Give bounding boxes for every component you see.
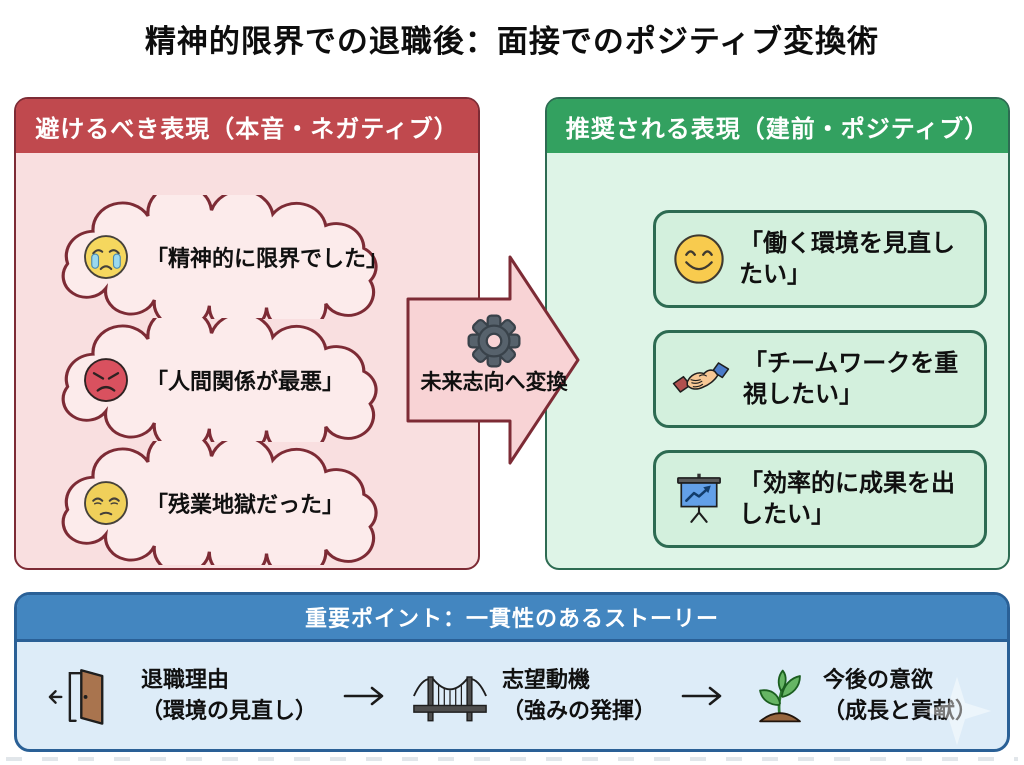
sprout-icon: [759, 669, 801, 722]
step-subtitle: （環境の見直し）: [141, 697, 318, 723]
card-text: 「働く環境を見直したい」: [739, 229, 955, 288]
cloud-shape: [61, 318, 378, 442]
bridge-icon: [413, 675, 487, 721]
story-flow: 退職理由 （環境の見直し） 志望動機 （強みの発揮）: [17, 642, 1007, 749]
card-text: 「チームワークを重視したい」: [743, 349, 959, 408]
bottom-edge-texture: [6, 757, 1018, 761]
thought-cloud: 「残業地獄だった」: [38, 441, 440, 565]
key-point-header: 重要ポイント：一貫性のあるストーリー: [17, 595, 1007, 642]
suggestion-card: 「働く環境を見直したい」: [653, 210, 987, 308]
cloud-text: 「人間関係が最悪」: [146, 369, 345, 394]
step-title: 退職理由: [141, 666, 230, 692]
cloud-shape: [61, 195, 378, 319]
step-title: 志望動機: [501, 666, 590, 692]
thought-cloud: 「精神的に限界でした」: [38, 195, 440, 319]
cloud-text: 「精神的に限界でした」: [146, 246, 389, 271]
handshake-icon: [672, 362, 730, 393]
positive-panel: 推奨される表現（建前・ポジティブ） 「働く環境を見直したい」 「チームワークを重…: [545, 97, 1010, 570]
cloud-shape: [61, 441, 378, 565]
positive-panel-header: 推奨される表現（建前・ポジティブ）: [547, 99, 1008, 153]
step-subtitle: （強みの発揮）: [501, 697, 656, 723]
conversion-arrow-label: 未来志向へ変換: [420, 371, 568, 394]
negative-panel-header: 避けるべき表現（本音・ネガティブ）: [16, 99, 478, 153]
presentation-chart-icon: [677, 473, 721, 523]
suggestion-card: 「効率的に成果を出したい」: [653, 450, 987, 548]
door-exit-icon: [48, 668, 104, 725]
cloud-text: 「残業地獄だった」: [146, 492, 345, 517]
gear-icon: [467, 314, 521, 368]
story-step: 退職理由 （環境の見直し）: [47, 665, 317, 727]
thought-cloud: 「人間関係が最悪」: [38, 318, 440, 442]
crying-face-icon: [84, 235, 128, 279]
step-subtitle: （成長と貢献）: [822, 697, 977, 723]
key-point-panel: 重要ポイント：一貫性のあるストーリー 退職理由 （環境の見直し）: [14, 592, 1010, 752]
angry-face-icon: [84, 358, 128, 402]
page-title: 精神的限界での退職後：面接でのポジティブ変換術: [144, 24, 880, 59]
story-step: 志望動機 （強みの発揮）: [412, 665, 656, 727]
suggestion-card: 「チームワークを重視したい」: [653, 330, 987, 428]
sparkle-watermark: [922, 676, 992, 746]
negative-panel: 避けるべき表現（本音・ネガティブ） 「精神的に限界でした」: [14, 97, 480, 570]
flow-arrow-icon: [682, 686, 722, 705]
flow-arrow-icon: [343, 686, 383, 705]
step-title: 今後の意欲: [822, 666, 933, 692]
card-text: 「効率的に成果を出したい」: [739, 469, 955, 528]
story-step: 今後の意欲 （成長と貢献）: [751, 665, 977, 727]
weary-face-icon: [84, 481, 128, 525]
smiling-face-icon: [674, 234, 724, 284]
